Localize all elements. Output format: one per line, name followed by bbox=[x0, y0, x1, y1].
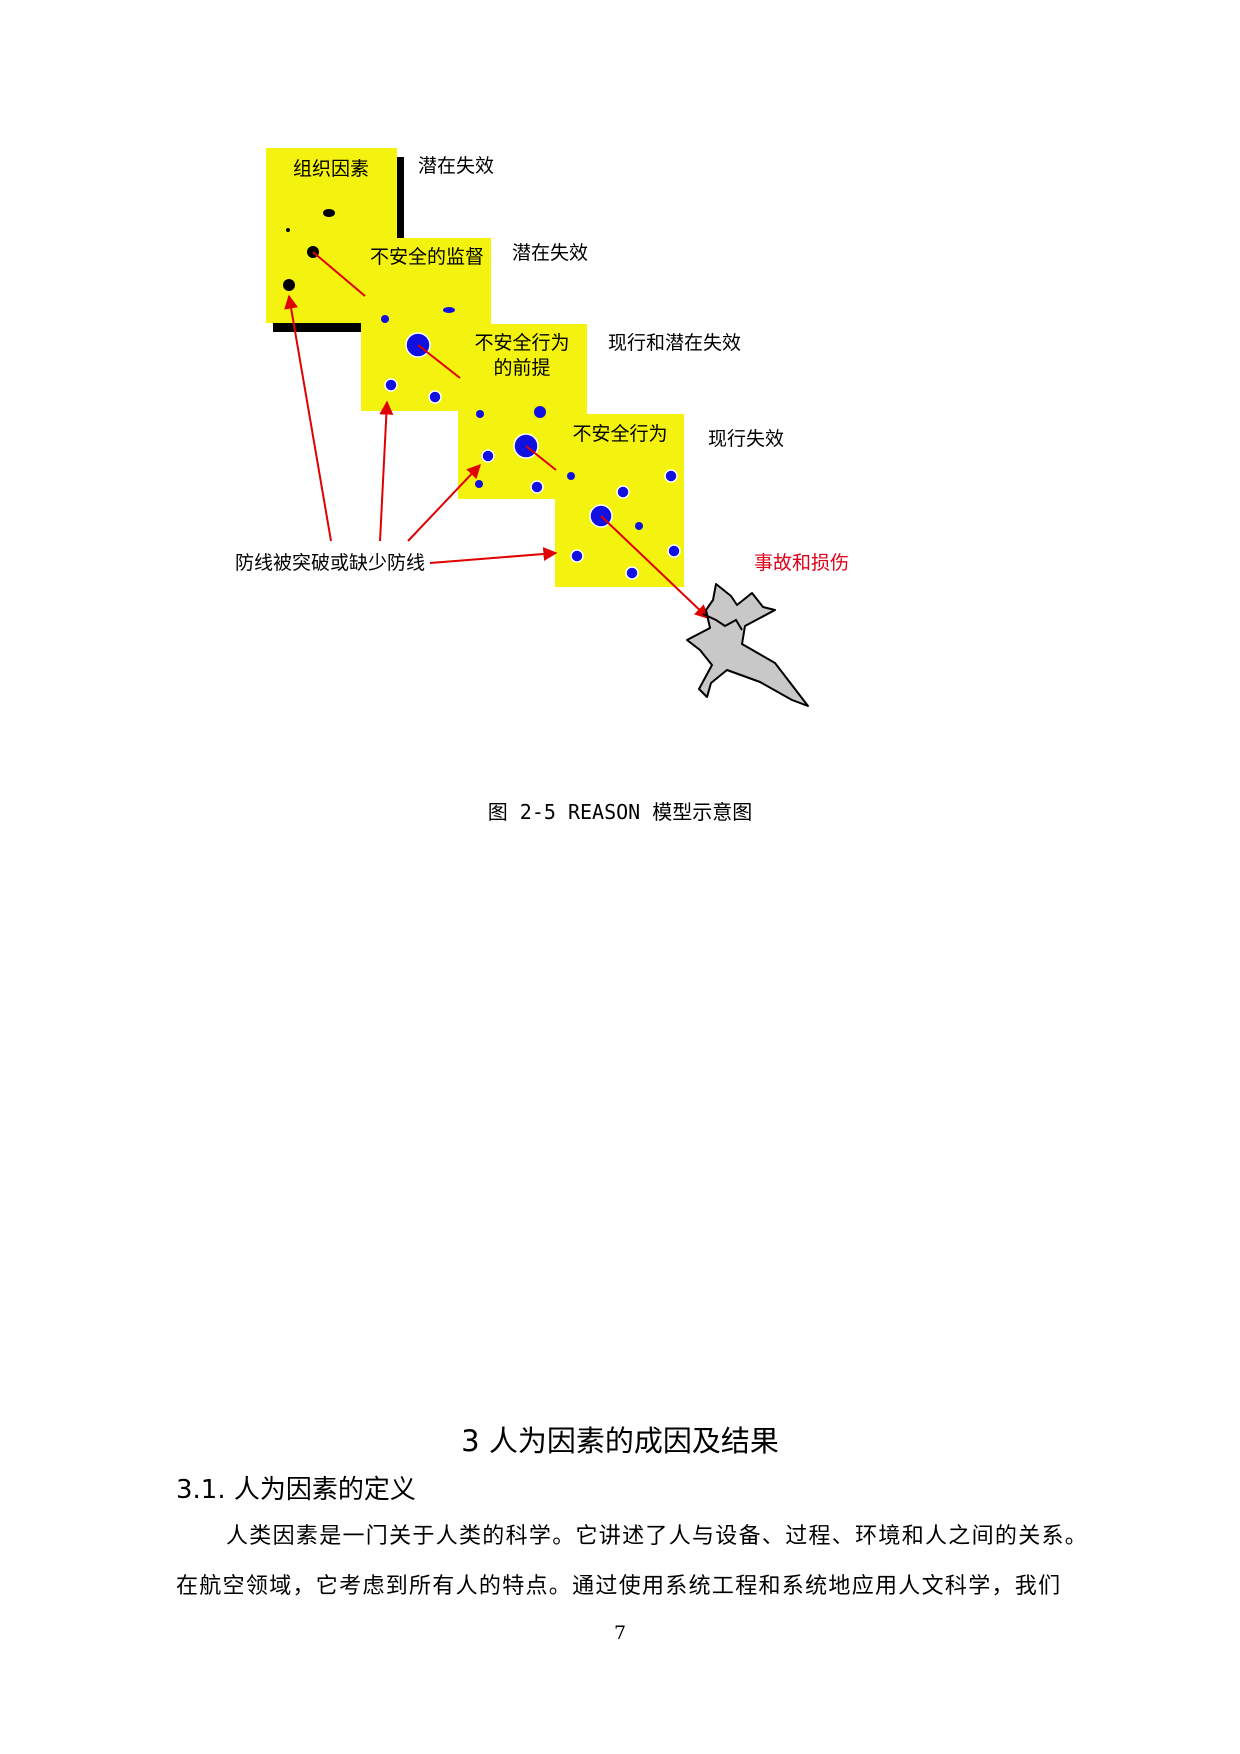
accident-label: 事故和损伤 bbox=[754, 552, 849, 574]
airplane-icon bbox=[686, 583, 809, 707]
hole bbox=[323, 209, 335, 217]
hole bbox=[475, 480, 483, 488]
hole bbox=[443, 307, 455, 313]
hole bbox=[635, 522, 643, 530]
hole bbox=[384, 378, 398, 392]
defense-arrow-1 bbox=[284, 294, 332, 542]
hole bbox=[476, 410, 484, 418]
hole bbox=[283, 279, 295, 291]
body-paragraph: 人类因素是一门关于人类的科学。它讲述了人与设备、过程、环境和人之间的关系。 在航… bbox=[176, 1512, 1166, 1612]
layer-3-title-line-1: 不安全行为 bbox=[474, 332, 569, 354]
hole bbox=[667, 544, 681, 558]
layer-1-side-label: 潜在失效 bbox=[418, 155, 494, 177]
layer-3-title-line-2: 的前提 bbox=[493, 357, 550, 379]
trajectory-segment-1 bbox=[312, 251, 366, 297]
trajectory-segment-3 bbox=[525, 445, 557, 471]
reason-model-figure: 组织因素 潜在失效 不安全的监督 潜在失效 不安全行为 的前提 现行和潜在失效 … bbox=[0, 0, 1240, 760]
hole bbox=[616, 485, 630, 499]
hole bbox=[481, 449, 495, 463]
section-heading: 3.1. 人为因素的定义 bbox=[176, 1475, 416, 1505]
hole bbox=[570, 549, 584, 563]
hole bbox=[567, 472, 575, 480]
layer-3-side-label: 现行和潜在失效 bbox=[608, 332, 741, 354]
chapter-heading: 3 人为因素的成因及结果 bbox=[461, 1424, 779, 1458]
layer-2-side-label: 潜在失效 bbox=[512, 242, 588, 264]
hole bbox=[625, 566, 639, 580]
defense-label: 防线被突破或缺少防线 bbox=[235, 552, 425, 574]
paragraph-line-1: 人类因素是一门关于人类的科学。它讲述了人与设备、过程、环境和人之间的关系。 bbox=[226, 1524, 1089, 1549]
page-number: 7 bbox=[613, 1622, 627, 1644]
defense-arrow-4 bbox=[429, 547, 558, 564]
figure-caption: 图 2-5 REASON 模型示意图 bbox=[487, 800, 753, 824]
layer-2-title: 不安全的监督 bbox=[370, 246, 484, 268]
paragraph-line-2: 在航空领域，它考虑到所有人的特点。通过使用系统工程和系统地应用人文科学，我们 bbox=[176, 1574, 1062, 1599]
hole bbox=[530, 480, 544, 494]
layer-1-title: 组织因素 bbox=[293, 158, 369, 180]
reason-model-diagram: 组织因素 潜在失效 不安全的监督 潜在失效 不安全行为 的前提 现行和潜在失效 … bbox=[235, 148, 849, 707]
layer-unsafe-acts: 不安全行为 现行失效 bbox=[555, 414, 784, 587]
defense-arrow-3 bbox=[407, 463, 481, 542]
trajectory-arrow bbox=[600, 515, 710, 619]
hole bbox=[286, 228, 290, 232]
layer-4-title: 不安全行为 bbox=[572, 423, 667, 445]
layer-4-side-label: 现行失效 bbox=[708, 428, 784, 450]
defense-arrow-2 bbox=[379, 400, 394, 542]
hole bbox=[664, 469, 678, 483]
hole bbox=[381, 315, 389, 323]
hole bbox=[428, 390, 442, 404]
hole bbox=[534, 406, 546, 418]
trajectory-segment-2 bbox=[417, 344, 461, 379]
